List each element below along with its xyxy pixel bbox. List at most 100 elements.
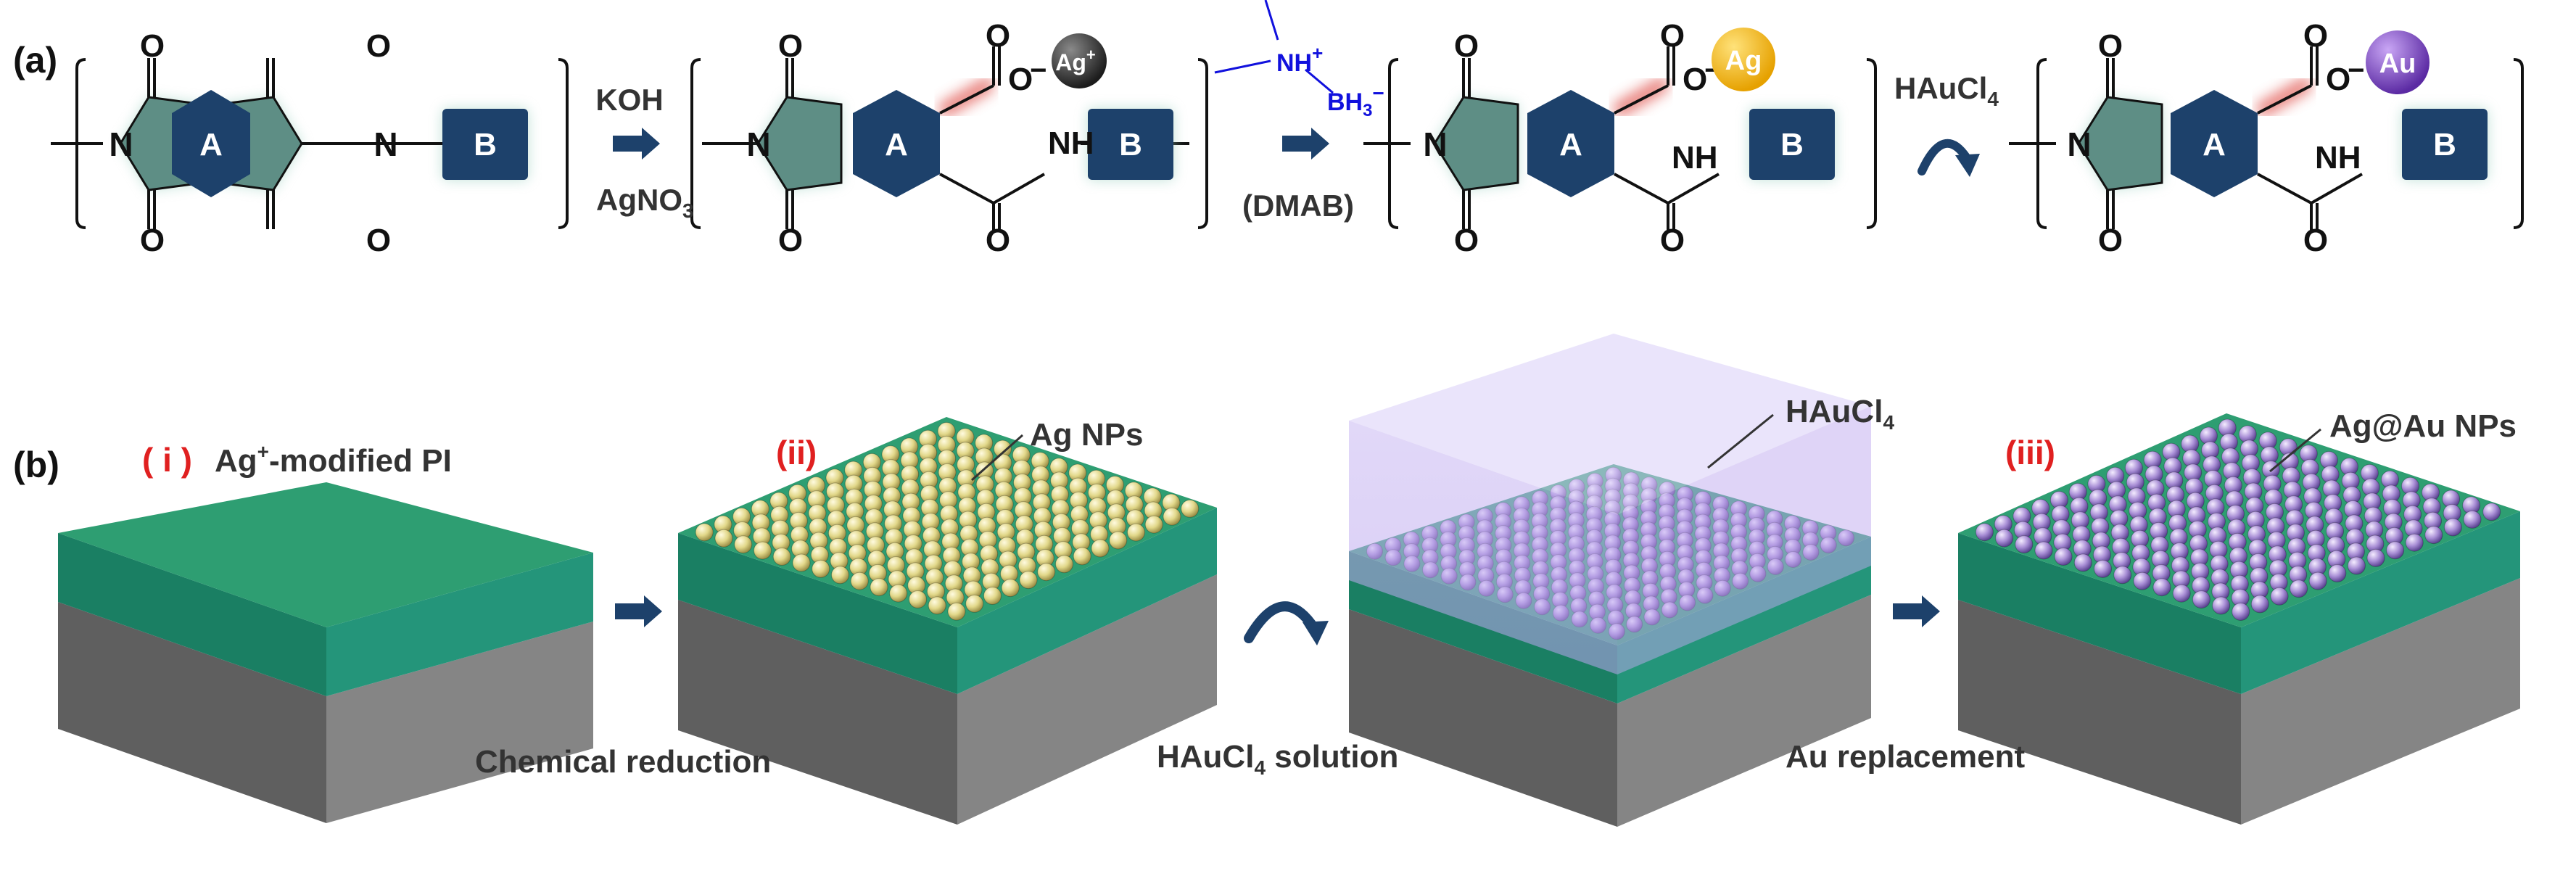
- ag-au-nanoparticle: [2443, 518, 2462, 537]
- dmab-bh: BH: [1327, 88, 1363, 116]
- stage-i-caption: Ag+-modified PI: [215, 440, 452, 479]
- ag-au-nanoparticle: [2113, 566, 2132, 585]
- film-left-face: [1958, 533, 2241, 694]
- oxygen-atom: O: [2098, 223, 2123, 258]
- block-b-square: [1749, 109, 1835, 180]
- block-a-hexagon: [1527, 90, 1614, 197]
- ag-au-nanoparticle: [2290, 579, 2308, 598]
- arrowhead-icon: [1955, 154, 1980, 177]
- dmab-nh-charge: +: [1312, 42, 1323, 64]
- substrate-left-face: [58, 602, 326, 823]
- dmab-bh-sub: 3: [1363, 101, 1372, 120]
- film-right-face: [2241, 511, 2520, 694]
- imide-ring: [1433, 96, 1519, 191]
- film-left-face: [678, 533, 957, 694]
- film-right-face: [326, 553, 593, 696]
- block-a-label: A: [885, 127, 908, 162]
- carboxylate-oxygen: O−: [2326, 54, 2365, 97]
- film-top-face: [58, 482, 593, 627]
- block-a-label: A: [1559, 127, 1582, 162]
- arrow-icon: [1282, 128, 1329, 160]
- haucl4-solution-caption: HAuCl4 solution: [1157, 739, 1398, 779]
- block-b-label: B: [474, 127, 497, 162]
- arrow-icon: [613, 128, 660, 160]
- ag-modified-pi-block: [58, 482, 593, 823]
- ag-nanoparticle: [831, 566, 849, 585]
- ag-au-nanoparticle: [2347, 556, 2366, 575]
- amide-nh: NH: [1672, 140, 1718, 176]
- oxygen-atom: O: [2098, 28, 2123, 64]
- block-a-hexagon: [2171, 90, 2258, 197]
- ag-np-block: [678, 417, 1217, 825]
- stage-ii-tag: (ii): [776, 434, 817, 471]
- svg-text:AgNO3: AgNO3: [596, 183, 694, 222]
- ag-nanoparticle: [1073, 547, 1091, 566]
- nitrogen-atom: N: [109, 125, 133, 163]
- ag-au-nanoparticle: [2172, 584, 2191, 603]
- ag-au-nanoparticle: [1975, 523, 1994, 542]
- reaction-scheme: N N O O O O A B KOH AgNO3: [51, 0, 2524, 258]
- haucl4-label: HAuCl: [1894, 71, 1987, 105]
- ag-nanoparticle: [734, 535, 753, 554]
- ag-au-nanoparticle: [2463, 510, 2482, 529]
- ag-au-nanoparticle: [2250, 595, 2269, 614]
- leader-line: [1707, 413, 1774, 469]
- ag-nanoparticle: [812, 559, 830, 578]
- fabrication-process: ( i ) Ag+-modified PI (ii) Ag NPs HAuCl4…: [58, 334, 2520, 827]
- ag-nanoparticle: [772, 548, 791, 566]
- step1-arrow: KOH AgNO3: [595, 83, 693, 222]
- ag-au-nanoparticle: [2192, 590, 2210, 609]
- ag-nanoparticle: [714, 529, 733, 548]
- curved-arrow-icon: [1244, 601, 1319, 643]
- arrow-icon: [615, 595, 662, 627]
- ag-nanoparticle: [928, 596, 946, 615]
- film-left-face: [58, 533, 326, 696]
- dmab-bh-charge: −: [1372, 82, 1384, 104]
- repeat-brackets: [75, 58, 2524, 229]
- ag-nps-label: Ag NPs: [1030, 417, 1143, 453]
- block-b-square: [2402, 109, 2488, 180]
- silver-ion-icon: [1052, 33, 1107, 88]
- amide-oxygen: O: [1660, 223, 1685, 258]
- carbonyl-oxygen: O: [986, 18, 1010, 54]
- block-a-label: A: [199, 127, 223, 162]
- ag-au-nanoparticle: [2054, 548, 2073, 566]
- ag-au-nanoparticle: [2482, 503, 2501, 521]
- amide-oxygen: O: [986, 223, 1010, 258]
- ag-au-nanoparticle: [2133, 571, 2152, 590]
- agno3-subscript: 3: [682, 199, 694, 222]
- ag-ion-label: Ag: [1055, 49, 1086, 75]
- polyimide-unit: N N O O O O A B: [109, 28, 528, 258]
- ag-nanoparticle: [792, 553, 811, 572]
- carbonyl-oxygen: O: [2303, 18, 2328, 54]
- au-nanoparticle-unit: N O O O O O− NH A B Au: [2067, 18, 2488, 258]
- ag-nanoparticle: [1163, 507, 1181, 526]
- arrowhead-icon: [1303, 621, 1329, 645]
- dmab-label: (DMAB): [1242, 189, 1354, 223]
- haucl4-solution-tag: HAuCl4: [1786, 394, 1894, 434]
- ag-nanoparticle: [1181, 499, 1200, 518]
- ag-nanoparticle: [1037, 563, 1056, 582]
- svg-text:HAuCl4: HAuCl4: [1894, 71, 1999, 110]
- stage-iii-tag: (iii): [2005, 434, 2055, 471]
- leader-line: [971, 434, 1023, 482]
- oxygen-atom: O: [140, 223, 165, 258]
- ag-au-nanoparticle: [2424, 526, 2443, 545]
- ag-au-nanoparticle: [2015, 535, 2034, 554]
- block-a-hexagon: [172, 90, 250, 197]
- ag-nanoparticle: [1001, 579, 1020, 598]
- curved-arrow-icon: [1917, 139, 1971, 176]
- nitrogen-atom: N: [1423, 125, 1447, 163]
- oxygen-atom: O: [778, 28, 803, 64]
- solution-top-face: [1349, 334, 1871, 515]
- ag-au-nanoparticle: [2328, 564, 2347, 582]
- nitrogen-atom: N: [746, 125, 770, 163]
- ag-nanoparticle-unit: N O O O O O− NH A B Ag: [1423, 18, 1835, 258]
- oxygen-atom: O: [366, 28, 391, 64]
- ag-particle-label: Ag: [1725, 46, 1762, 76]
- ag-au-nanoparticle: [2212, 596, 2231, 615]
- ag-au-nanoparticle: [1995, 529, 2014, 548]
- ag-au-nanoparticle: [2094, 559, 2112, 578]
- ag-au-np-block: [1958, 413, 2520, 825]
